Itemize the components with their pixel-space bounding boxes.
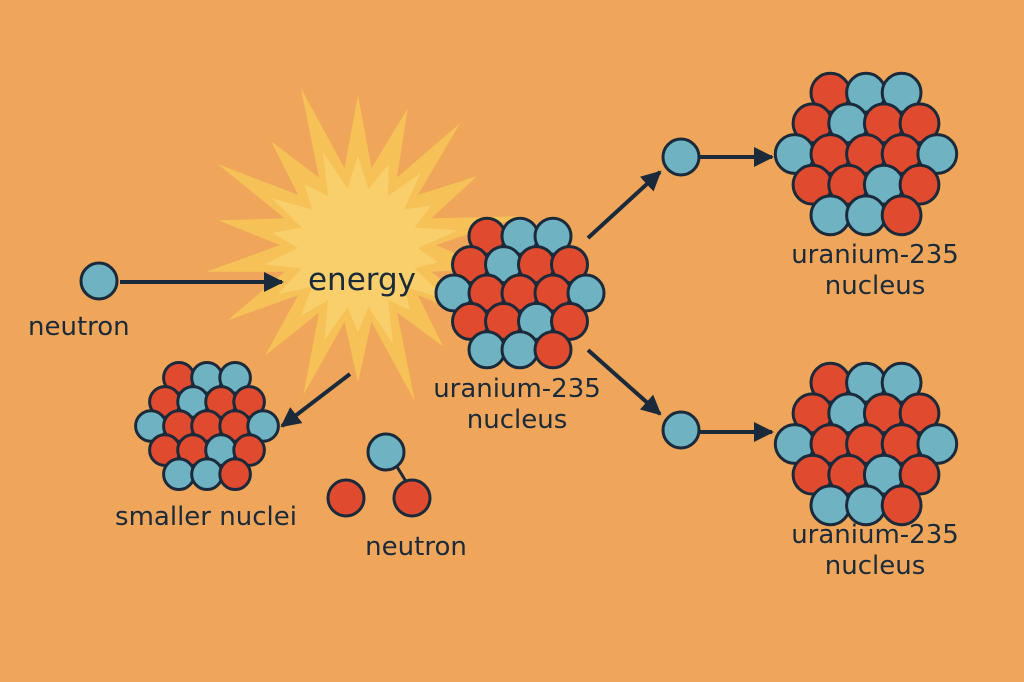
label-smaller-nuclei: smaller nuclei: [115, 502, 297, 532]
neutron-particle: [190, 457, 224, 492]
arrow-to-top-neutron: [586, 170, 662, 240]
neutron-particle: [533, 216, 573, 256]
neutron-particle: [500, 330, 540, 370]
smaller-nuclei-cluster: [134, 361, 280, 492]
label-line: nucleus: [466, 404, 568, 435]
neutron-particle: [162, 457, 196, 492]
proton: [550, 245, 589, 285]
free-proton-right: [392, 478, 432, 518]
uranium-235-nucleus-top-right: [773, 71, 959, 237]
label-neutron-released: neutron: [365, 532, 467, 562]
proton: [880, 484, 923, 527]
neutron-particle: [916, 133, 959, 175]
uranium-235-nucleus-bottom-right: [773, 361, 959, 527]
neutron-particle: [566, 273, 606, 313]
neutron-particle: [916, 423, 959, 465]
label-energy: energy: [307, 262, 416, 298]
arrow-to-bottom-neutron: [586, 348, 662, 416]
proton: [880, 194, 923, 237]
arrow-to-smaller-nuclei: [280, 372, 352, 428]
label-line: nucleus: [824, 270, 926, 301]
neutron-particle: [845, 194, 887, 237]
label-uranium-235-center: uranium-235 nucleus: [412, 374, 622, 435]
proton: [533, 330, 573, 370]
label-neutron-incoming: neutron: [28, 312, 130, 342]
label-uranium-235-bottom-right: uranium-235 nucleus: [770, 520, 980, 581]
uranium-235-nucleus-center: [434, 216, 606, 370]
proton: [550, 301, 589, 341]
label-line: uranium-235: [791, 520, 959, 550]
incoming-neutron: [79, 261, 119, 301]
label-line: nucleus: [824, 550, 926, 581]
free-neutron: [366, 432, 406, 472]
neutron-particle: [845, 484, 887, 527]
neutron-particle: [880, 71, 923, 114]
neutron-particle: [809, 194, 852, 237]
neutron-particle: [467, 330, 507, 370]
neutron-particle: [809, 484, 852, 527]
bottom-released-neutron: [661, 410, 701, 450]
proton: [898, 102, 941, 145]
label-line: uranium-235: [791, 240, 959, 270]
top-released-neutron: [661, 137, 701, 177]
proton: [898, 453, 941, 496]
neutron-particle: [880, 361, 923, 404]
label-uranium-235-top-right: uranium-235 nucleus: [770, 240, 980, 301]
free-proton-left: [326, 478, 366, 518]
proton: [898, 163, 941, 206]
energy-burst-core: [265, 151, 458, 344]
proton: [898, 392, 941, 435]
label-line: uranium-235: [433, 374, 601, 404]
proton: [218, 457, 252, 492]
